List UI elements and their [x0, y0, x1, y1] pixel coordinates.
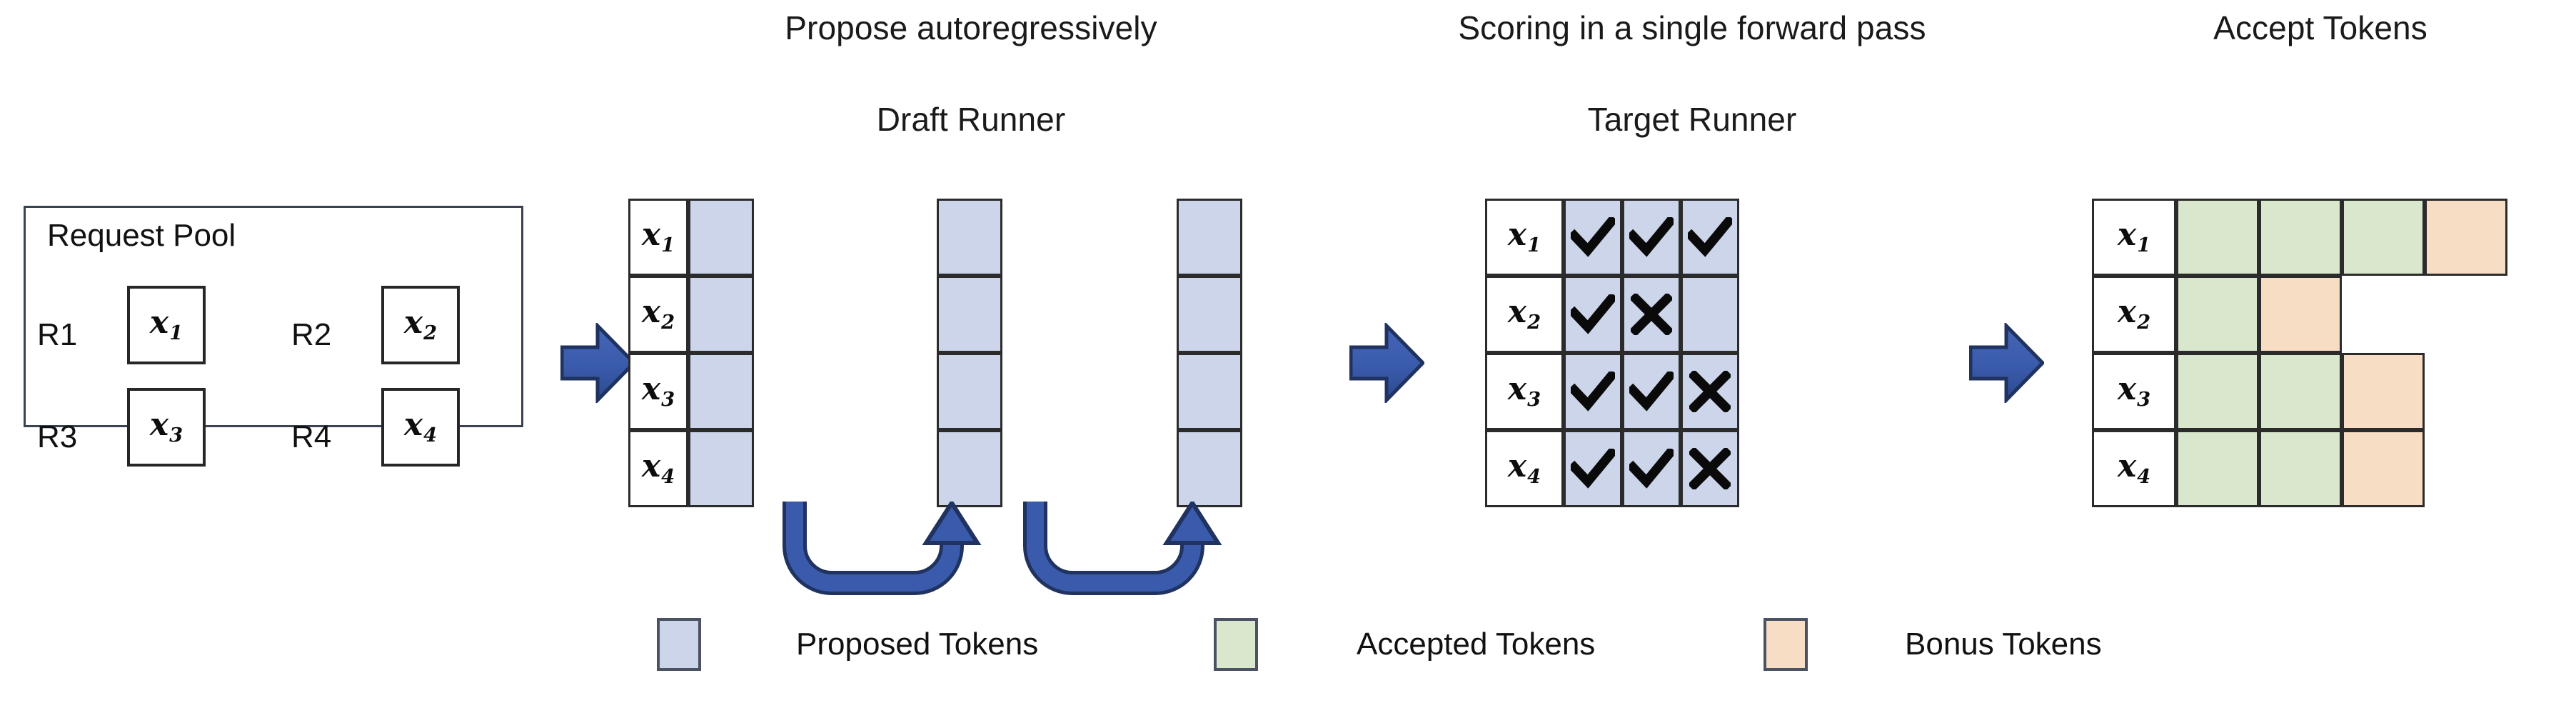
recurrence-arrow-1-icon: [775, 499, 989, 605]
check-icon: [1571, 372, 1615, 412]
request-pool-title: Request Pool: [47, 218, 236, 253]
flow-arrow-2-icon: [1349, 321, 1426, 405]
heading-propose: Propose autoregressively: [785, 9, 1157, 46]
request-token-box-r1: x1: [127, 286, 206, 364]
draft-cell-s1-r3: [688, 353, 754, 430]
heading-target-runner: Target Runner: [1587, 101, 1797, 138]
target-cell-r1-c1: [1564, 199, 1622, 276]
accept-cell-r2-c2-bonus: [2259, 276, 2342, 353]
request-token-box-r4: x4: [381, 388, 460, 467]
draft-cell-s3-r2: [1177, 276, 1242, 353]
check-icon: [1629, 217, 1674, 257]
request-token-r4: x4: [403, 407, 438, 447]
accept-cell-r1-c4-bonus: [2425, 199, 2507, 276]
accept-cell-r4-c2: [2259, 430, 2342, 507]
target-cell-r1-c2: [1622, 199, 1681, 276]
heading-draft-runner: Draft Runner: [876, 101, 1066, 138]
target-cell-r2-c2: [1622, 276, 1681, 353]
legend-label-proposed: Proposed Tokens: [796, 627, 1039, 662]
request-label-r1: R1: [37, 317, 78, 352]
target-cell-r2-c1: [1564, 276, 1622, 353]
legend-swatch-accepted: [1214, 618, 1258, 671]
accept-row-label-4: x4: [2092, 430, 2176, 507]
request-token-box-r3: x3: [127, 388, 206, 467]
flow-arrow-1-icon: [560, 321, 637, 405]
accept-row-label-3: x3: [2092, 353, 2176, 430]
recurrence-arrow-2-icon: [1015, 499, 1229, 605]
draft-cell-s2-r3: [937, 353, 1002, 430]
check-icon: [1571, 294, 1615, 334]
request-label-r2: R2: [291, 317, 332, 352]
target-cell-r4-c1: [1564, 430, 1622, 507]
target-cell-r2-c3: [1681, 276, 1739, 353]
draft-row-label-2: x2: [628, 276, 688, 353]
target-row-label-3: x3: [1485, 353, 1564, 430]
target-row-label-1: x1: [1485, 199, 1564, 276]
check-icon: [1571, 449, 1615, 489]
request-token-r2: x2: [403, 304, 438, 344]
legend-swatch-bonus: [1764, 618, 1808, 671]
draft-cell-s3-r4: [1177, 430, 1242, 507]
target-cell-r4-c3: [1681, 430, 1739, 507]
legend-label-accepted: Accepted Tokens: [1357, 627, 1596, 662]
target-row-label-2: x2: [1485, 276, 1564, 353]
heading-accept-tokens: Accept Tokens: [2213, 9, 2427, 46]
heading-scoring: Scoring in a single forward pass: [1458, 9, 1926, 46]
draft-cell-s2-r1: [937, 199, 1002, 276]
request-token-r1: x1: [149, 304, 183, 344]
accept-cell-r1-c2: [2259, 199, 2342, 276]
request-label-r3: R3: [37, 419, 78, 454]
cross-icon: [1689, 448, 1731, 489]
request-token-r3: x3: [149, 407, 183, 447]
check-icon: [1571, 217, 1615, 257]
accept-cell-r1-c1: [2176, 199, 2259, 276]
draft-cell-s3-r1: [1177, 199, 1242, 276]
legend-swatch-proposed: [657, 618, 701, 671]
request-label-r4: R4: [291, 419, 332, 454]
draft-cell-s2-r4: [937, 430, 1002, 507]
target-cell-r3-c3: [1681, 353, 1739, 430]
target-row-label-4: x4: [1485, 430, 1564, 507]
check-icon: [1629, 372, 1674, 412]
request-token-box-r2: x2: [381, 286, 460, 364]
legend-label-bonus: Bonus Tokens: [1905, 627, 2102, 662]
draft-row-label-4: x4: [628, 430, 688, 507]
accept-cell-r3-c3-bonus: [2342, 353, 2425, 430]
accept-cell-r2-c1: [2176, 276, 2259, 353]
target-cell-r3-c1: [1564, 353, 1622, 430]
accept-cell-r1-c3: [2342, 199, 2425, 276]
cross-icon: [1631, 294, 1672, 335]
accept-row-label-2: x2: [2092, 276, 2176, 353]
accept-cell-r4-c1: [2176, 430, 2259, 507]
accept-cell-r3-c1: [2176, 353, 2259, 430]
accept-cell-r4-c3-bonus: [2342, 430, 2425, 507]
draft-row-label-1: x1: [628, 199, 688, 276]
draft-cell-s1-r2: [688, 276, 754, 353]
accept-cell-r3-c2: [2259, 353, 2342, 430]
target-cell-r1-c3: [1681, 199, 1739, 276]
draft-cell-s3-r3: [1177, 353, 1242, 430]
draft-cell-s1-r4: [688, 430, 754, 507]
draft-cell-s1-r1: [688, 199, 754, 276]
target-cell-r4-c2: [1622, 430, 1681, 507]
target-cell-r3-c2: [1622, 353, 1681, 430]
draft-cell-s2-r2: [937, 276, 1002, 353]
check-icon: [1629, 449, 1674, 489]
flow-arrow-3-icon: [1968, 321, 2046, 405]
cross-icon: [1689, 371, 1731, 412]
check-icon: [1688, 217, 1732, 257]
draft-row-label-3: x3: [628, 353, 688, 430]
accept-row-label-1: x1: [2092, 199, 2176, 276]
